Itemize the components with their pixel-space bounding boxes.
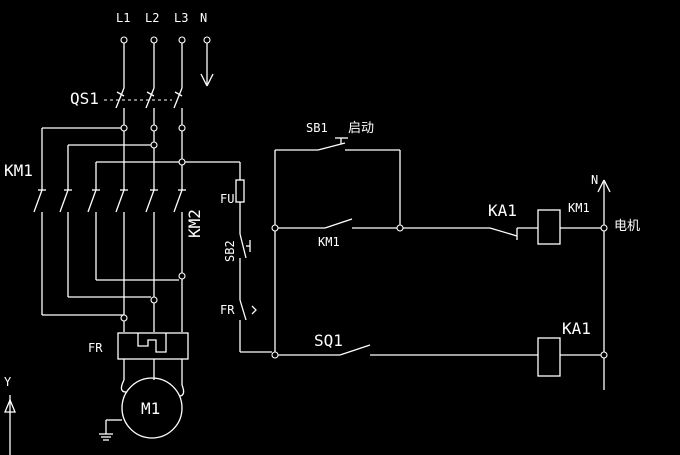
- label-FU: FU: [220, 192, 234, 206]
- stop-button-sb2: [239, 233, 251, 270]
- label-KM1-aux: KM1: [318, 235, 340, 249]
- label-SB1: SB1: [306, 121, 328, 135]
- contactor-km1-coil: [537, 209, 561, 245]
- arrow-up-icon: [597, 179, 611, 225]
- label-FR-ctrl: FR: [220, 303, 235, 317]
- label-L2: L2: [145, 11, 159, 25]
- fuse-fu: [235, 179, 245, 203]
- relay-ka1-contact: [489, 227, 538, 240]
- thermal-relay-fr: [117, 332, 189, 360]
- label-start: 启动: [348, 121, 374, 136]
- label-L1: L1: [116, 11, 130, 25]
- label-KM1-coil: KM1: [568, 201, 590, 215]
- label-Y: Y: [4, 375, 12, 389]
- isolator-switch-qs1: [104, 82, 183, 109]
- y-axis-icon: [4, 395, 16, 455]
- ground-icon: [99, 419, 122, 441]
- label-KA1-coil: KA1: [562, 319, 591, 338]
- limit-switch-sq1: [339, 344, 538, 356]
- label-motor: 电机: [614, 219, 640, 234]
- contactor-km1-main-contacts: [33, 189, 100, 225]
- label-SB2: SB2: [223, 240, 237, 262]
- thermal-relay-contact-fr: [239, 270, 257, 352]
- label-FR-main: FR: [88, 341, 103, 355]
- label-QS1: QS1: [70, 89, 99, 108]
- label-SQ1: SQ1: [314, 331, 343, 350]
- label-KA1-contact: KA1: [488, 201, 517, 220]
- motor-icon: [120, 377, 185, 439]
- arrow-down-icon: [200, 43, 214, 87]
- label-N: N: [200, 11, 207, 25]
- label-KM1-main: KM1: [4, 161, 33, 180]
- label-M1: M1: [141, 399, 160, 418]
- contactor-km1-aux-contact: [278, 218, 397, 229]
- contactor-km2-main-contacts: [115, 189, 186, 225]
- relay-ka1-coil: [537, 337, 561, 377]
- label-KM2: KM2: [185, 209, 204, 238]
- label-L3: L3: [174, 11, 188, 25]
- start-button-sb1: [275, 137, 400, 151]
- label-N-right: N: [591, 173, 598, 187]
